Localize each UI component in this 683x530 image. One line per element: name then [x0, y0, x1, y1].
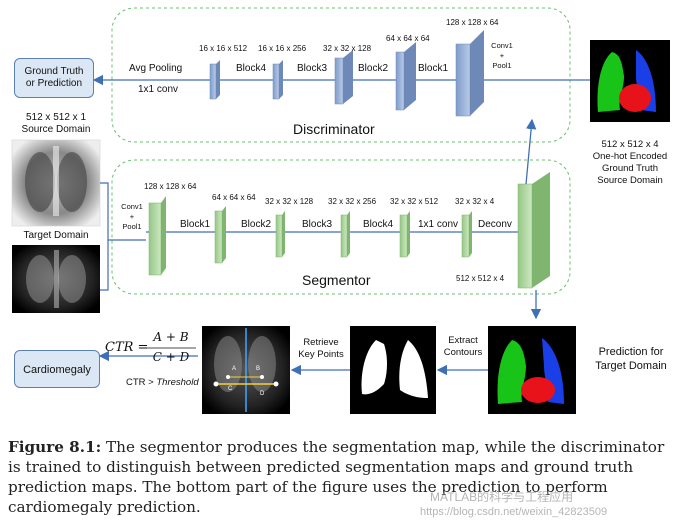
contours-image [350, 326, 436, 414]
caption-label: Figure 8.1: [8, 438, 102, 456]
ctr-denominator: C + D [152, 350, 190, 364]
contours-text: Contours [443, 347, 483, 358]
onehot-dim-text: 512 x 512 x 4 [601, 139, 659, 150]
prediction-for-text: Prediction for [598, 346, 664, 358]
seg-block4-label: Block4 [363, 219, 394, 230]
target-domain-xray [12, 245, 100, 313]
ground-truth-box: Ground Truth or Prediction [14, 58, 94, 98]
figure-caption: Figure 8.1: The segmentor produces the s… [8, 437, 678, 517]
target-prediction-image [488, 326, 576, 414]
ground-truth-line2: or Prediction [25, 78, 83, 89]
key-points-text: Key Points [298, 349, 344, 360]
avg-pooling-label: Avg Pooling [129, 63, 183, 74]
disc-block-16x16x512 [209, 60, 220, 100]
seg-block1-label: Block1 [180, 219, 211, 230]
threshold-prefix: CTR > [126, 377, 157, 388]
watermark-line1: MATLAB的科学与工程应用 [430, 490, 574, 504]
threshold-word: Threshold [156, 377, 199, 388]
xray-letter-c: C [228, 386, 233, 392]
segmentor-region [111, 159, 571, 295]
disc-pool1-text: Pool1 [492, 61, 512, 70]
disc-dim-4: 64 x 64 x 64 [386, 34, 430, 43]
ctr-lhs: CTR = [105, 340, 149, 355]
onehot-ground-truth-text: Ground Truth [602, 163, 658, 174]
seg-deconv-label: Deconv [478, 219, 512, 230]
discriminator-region [111, 7, 571, 143]
extract-contours-label: Extract Contours [438, 335, 488, 359]
ctr-numerator: A + B [153, 330, 189, 344]
seg-pool1-text: Pool1 [122, 222, 142, 231]
seg-block-32x32x512 [399, 211, 410, 258]
xray-letter-a: A [232, 366, 237, 372]
seg-block-32x32x4 [461, 211, 472, 258]
disc-block3-label: Block3 [297, 63, 328, 74]
disc-block2-label: Block2 [358, 63, 389, 74]
retrieve-key-points-label: Retrieve Key Points [292, 337, 350, 361]
disc-conv1-pool1: Conv1 + Pool1 [487, 41, 517, 71]
seg-dim-1: 128 x 128 x 64 [144, 182, 197, 191]
seg-conv1-text: Conv1 [121, 202, 143, 211]
seg-dim-2: 64 x 64 x 64 [212, 193, 256, 202]
extract-text: Extract [448, 335, 478, 346]
caption-text: The segmentor produces the segmentation … [8, 438, 665, 516]
retrieve-text: Retrieve [303, 337, 339, 348]
xray-letter-b: B [256, 366, 261, 372]
disc-dim-3: 32 x 32 x 128 [323, 44, 372, 53]
keypoints-xray [202, 326, 290, 414]
prediction-target-label: Prediction for Target Domain [584, 345, 678, 373]
onehot-source-text: Source Domain [597, 175, 663, 186]
target-domain-label: Target Domain [23, 230, 89, 241]
seg-plus-text: + [129, 212, 135, 221]
disc-block4-label: Block4 [236, 63, 267, 74]
target-domain-text: Target Domain [595, 360, 667, 372]
seg-1x1-conv-label: 1x1 conv [418, 219, 459, 230]
disc-block-32x32x128 [334, 50, 353, 105]
architecture-diagram [11, 7, 670, 414]
disc-block-128x128x64 [455, 30, 484, 117]
seg-dim-6: 32 x 32 x 4 [455, 197, 495, 206]
onehot-ground-truth-image [590, 40, 670, 122]
disc-block-16x16x256 [272, 60, 283, 100]
seg-block3-label: Block3 [302, 219, 333, 230]
source-dim-text: 512 x 512 x 1 [25, 112, 87, 123]
source-domain-text: Source Domain [21, 124, 91, 135]
disc-1x1-conv-label: 1x1 conv [138, 84, 179, 95]
discriminator-title: Discriminator [293, 121, 375, 137]
onehot-label: 512 x 512 x 4 One-hot Encoded Ground Tru… [578, 139, 682, 187]
seg-dim-3: 32 x 32 x 128 [265, 197, 314, 206]
seg-block-64x64x64 [214, 206, 226, 264]
seg-block2-label: Block2 [241, 219, 272, 230]
segmentor-title: Segmentor [302, 272, 371, 288]
watermark-line2: https://blog.csdn.net/weixin_42823509 [420, 506, 608, 518]
disc-block1-label: Block1 [418, 63, 449, 74]
seg-conv1-pool1: Conv1 + Pool1 [116, 202, 148, 232]
onehot-encoded-text: One-hot Encoded [592, 151, 668, 162]
cardiomegaly-label: Cardiomegaly [23, 364, 91, 376]
seg-deconv-output-block [517, 172, 550, 289]
disc-dim-2: 16 x 16 x 256 [258, 44, 307, 53]
threshold-label: CTR > Threshold [126, 377, 199, 388]
disc-conv1-text: Conv1 [491, 41, 513, 50]
seg-output-dim: 512 x 512 x 4 [456, 274, 505, 283]
disc-plus-text: + [499, 51, 505, 60]
seg-dim-5: 32 x 32 x 512 [390, 197, 439, 206]
disc-dim-5: 128 x 128 x 64 [446, 18, 499, 27]
xray-letter-d: D [260, 391, 265, 397]
ground-truth-line1: Ground Truth [24, 66, 84, 77]
disc-dim-1: 16 x 16 x 512 [199, 44, 248, 53]
seg-block-32x32x128 [275, 211, 285, 258]
source-domain-xray [11, 139, 101, 227]
cardiomegaly-box: Cardiomegaly [14, 350, 100, 388]
seg-block-128x128x64 [148, 196, 166, 276]
seg-dim-4: 32 x 32 x 256 [328, 197, 377, 206]
source-domain-label: 512 x 512 x 1 Source Domain [8, 112, 104, 136]
disc-block-64x64x64 [395, 42, 416, 111]
seg-block-32x32x256 [340, 211, 350, 258]
